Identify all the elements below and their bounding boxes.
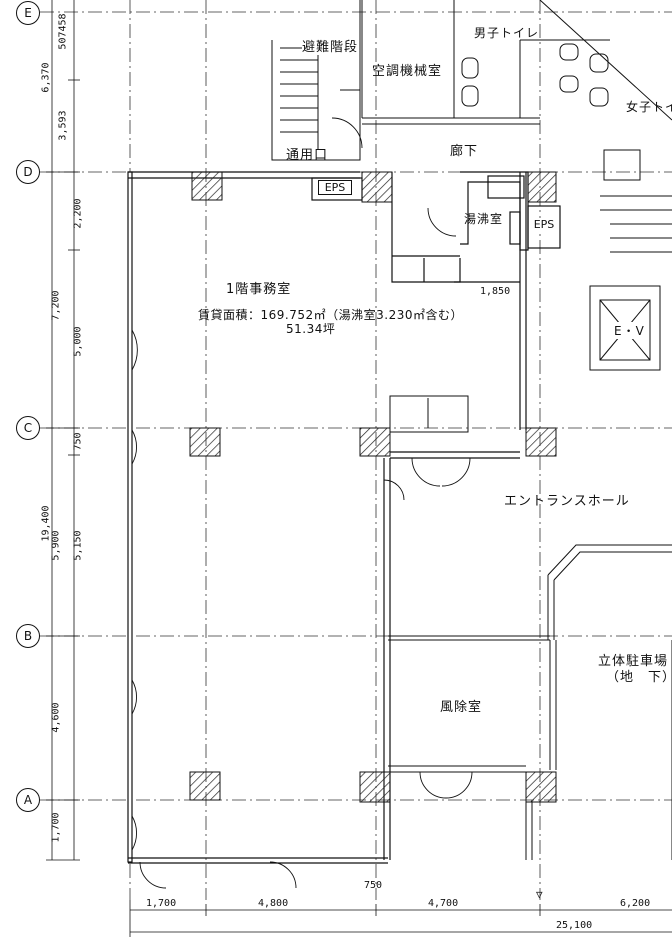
windbreak-room-label: 風除室 [440,700,483,715]
dim-bottom-2: 4,800 [258,898,289,909]
dim-bottom-4: 6,200 [620,898,651,909]
dim-d3: 5,000 [72,326,84,357]
dim-c2: 5,900 [50,530,62,561]
axis-marker-b: B [16,624,40,648]
eps-label-1: EPS [318,180,352,195]
corridor-label: 廊下 [450,144,479,159]
womens-toilet-label: 女子トイ [626,100,672,114]
office-area-text: 賃貸面積：169.752㎡（湯沸室3.230㎡含む） [198,308,463,322]
left-dimension-lines [46,0,80,861]
office-tsubo-text: 51.34坪 [286,322,336,336]
structural-columns [189,171,557,803]
level-triangle-symbol: ▽ [536,888,543,901]
kitchenette-label: 湯沸室 [464,212,504,226]
aircon-room-label: 空調機械室 [372,64,443,79]
office-walls [127,171,527,864]
grid-lines [40,0,672,900]
dim-kitchen-width: 1,850 [480,286,511,297]
bottom-dimension-lines [129,900,672,937]
dim-d1: 2,200 [72,198,84,229]
mens-toilet-label: 男子トイレ [474,26,540,40]
service-rooms [311,171,561,283]
dim-a1: 1,700 [50,812,62,843]
axis-marker-d: D [16,160,40,184]
entrance-hall-label: エントランスホール [504,494,630,509]
dim-d2: 7,200 [50,290,62,321]
dim-bottom-3: 4,700 [428,898,459,909]
dim-bottom-1: 1,700 [146,898,177,909]
axis-marker-c: C [16,416,40,440]
evacuation-stair-label: 避難階段 [302,36,359,55]
door-swings [131,117,473,889]
dim-bottom-small: 750 [364,880,383,891]
dim-e-d-sub: 3,593 [57,110,69,141]
dim-c1: 750 [72,432,84,451]
dim-e-top: 507458 [57,13,69,50]
axis-marker-e: E [16,1,40,25]
service-entrance-label: 通用口 [286,148,329,163]
axis-marker-a: A [16,788,40,812]
office-title: 1階事務室 [226,282,292,297]
dim-c3: 5,150 [72,530,84,561]
dim-b1: 4,600 [50,702,62,733]
parking-label: 立体駐車場 [598,654,669,669]
entrance-area [388,395,672,860]
elevator-label: E・V [614,322,645,339]
parking-sub-label: （地 下） [606,670,672,685]
dim-e-d: 6,370 [40,62,52,93]
eps-label-2: EPS [530,218,558,231]
dim-bottom-total: 25,100 [556,920,593,931]
